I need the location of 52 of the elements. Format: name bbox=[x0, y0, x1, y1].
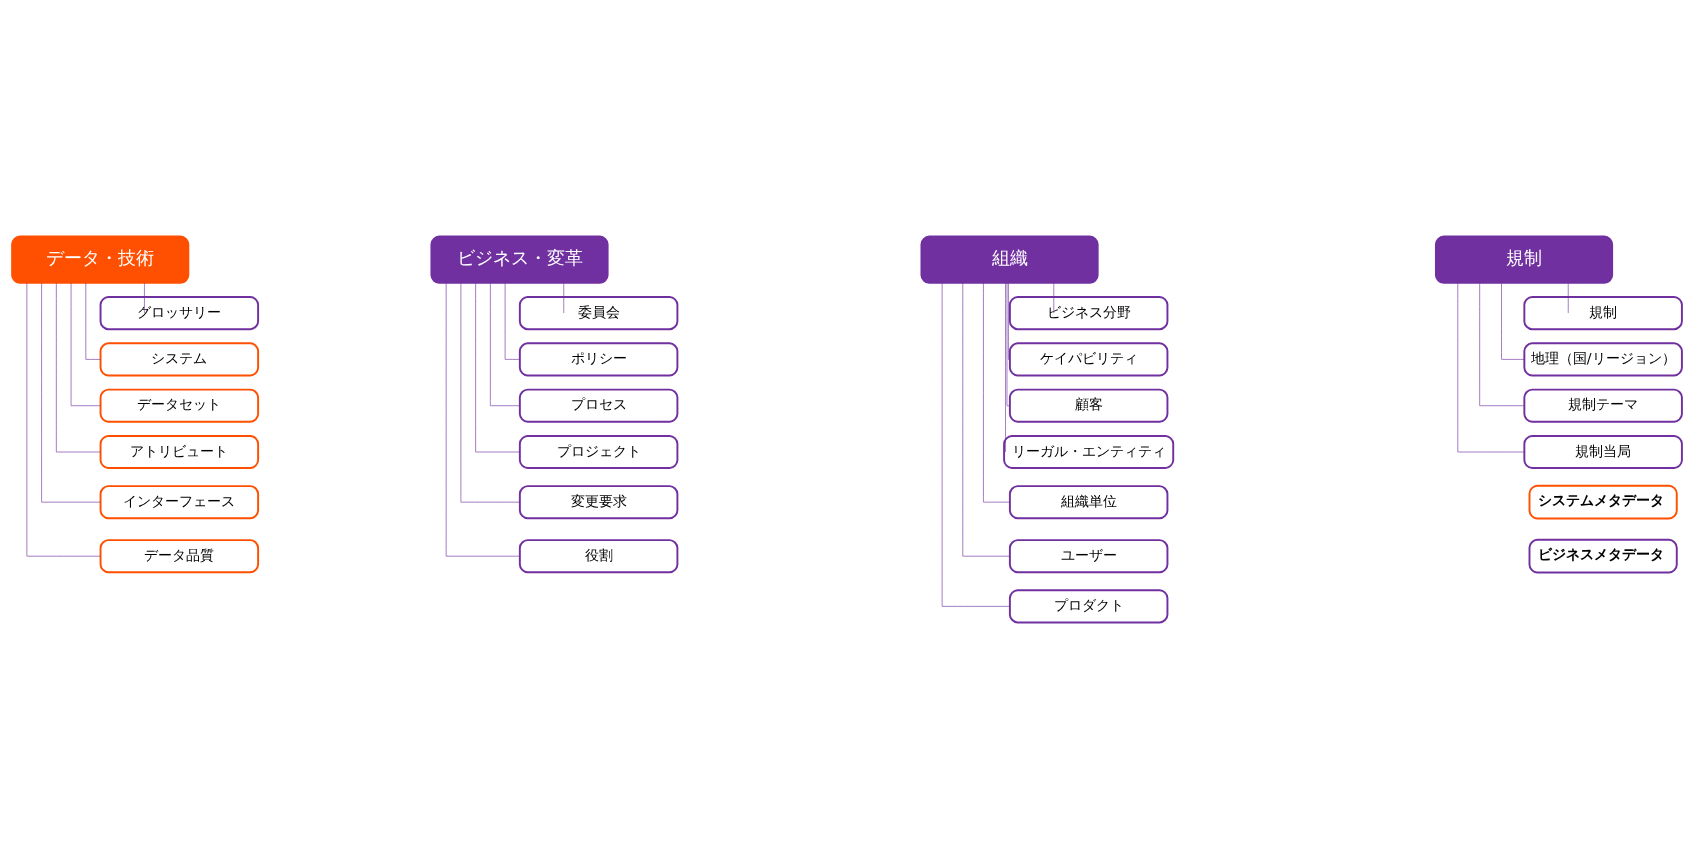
connector bbox=[1457, 282, 1525, 453]
node-box: 委員会 bbox=[518, 296, 679, 331]
node-box: プロセス bbox=[518, 388, 679, 423]
node-box: システム bbox=[99, 342, 260, 377]
node-box: 変更要求 bbox=[518, 485, 679, 520]
node-box: 顧客 bbox=[1008, 388, 1169, 423]
connector bbox=[41, 282, 101, 503]
connector bbox=[962, 282, 1010, 557]
node-box: 規制テーマ bbox=[1523, 388, 1683, 423]
node-box: 規制当局 bbox=[1523, 434, 1683, 470]
connector bbox=[70, 282, 101, 407]
node-box: 組織 bbox=[920, 235, 1099, 284]
connector bbox=[85, 282, 101, 360]
connector bbox=[1053, 282, 1055, 314]
node-box: 組織単位 bbox=[1008, 485, 1169, 520]
node-box: 規制 bbox=[1523, 296, 1683, 331]
node-box: インターフェース bbox=[99, 485, 260, 520]
node-box: ユーザー bbox=[1008, 539, 1169, 574]
connector bbox=[1501, 282, 1525, 360]
connector bbox=[504, 282, 520, 360]
connector bbox=[1567, 282, 1569, 314]
connector bbox=[56, 282, 101, 453]
connector bbox=[1008, 282, 1010, 360]
node-box: ビジネス分野 bbox=[1008, 296, 1169, 331]
connector bbox=[1479, 282, 1525, 407]
node-box: ビジネス・変革 bbox=[430, 235, 609, 284]
node-box: プロジェクト bbox=[518, 434, 679, 470]
connector bbox=[941, 282, 1010, 607]
node-box: データ・技術 bbox=[11, 235, 190, 284]
connector bbox=[1005, 282, 1006, 453]
node-box: ポリシー bbox=[518, 342, 679, 377]
node-box: データセット bbox=[99, 388, 260, 423]
connector bbox=[475, 282, 520, 453]
connector bbox=[460, 282, 520, 503]
connector bbox=[26, 282, 101, 557]
node-box: 規制 bbox=[1434, 235, 1614, 284]
connector bbox=[445, 282, 520, 557]
node-box: データ品質 bbox=[99, 539, 260, 574]
connector bbox=[563, 282, 565, 314]
connector bbox=[983, 282, 1010, 503]
node-box: 地理（国/リージョン） bbox=[1523, 342, 1683, 377]
legend-label: システムメタデータ bbox=[1538, 492, 1665, 509]
node-box: リーガル・エンティティ bbox=[1003, 434, 1175, 470]
connector bbox=[1006, 282, 1010, 407]
legend-label: ビジネスメタデータ bbox=[1538, 546, 1665, 563]
node-box: ケイパビリティ bbox=[1008, 342, 1169, 377]
node-box: プロダクト bbox=[1008, 589, 1169, 624]
node-box: 役割 bbox=[518, 539, 679, 574]
node-box: アトリビュート bbox=[99, 434, 260, 470]
node-box: グロッサリー bbox=[99, 296, 260, 331]
connector bbox=[144, 282, 145, 314]
connector bbox=[490, 282, 520, 407]
